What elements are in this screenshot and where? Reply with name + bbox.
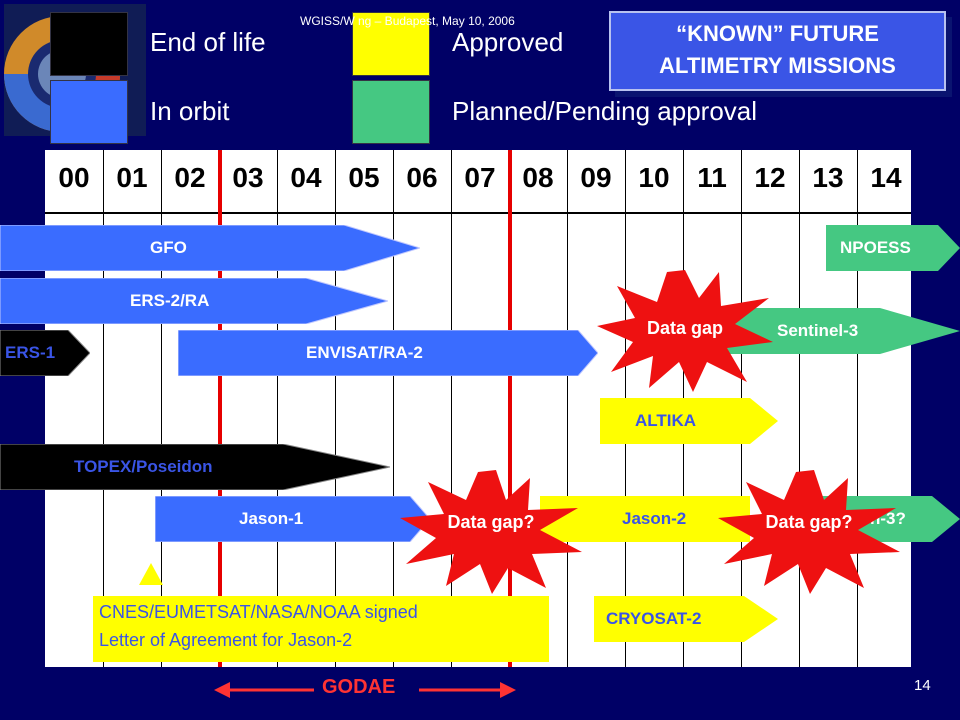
mission-arrow-shape xyxy=(0,330,90,376)
mission-label-altika: ALTIKA xyxy=(635,411,697,430)
year-label-08: 08 xyxy=(522,162,554,193)
grid-column-line xyxy=(567,150,568,667)
mission-label-cryosat2: CRYOSAT-2 xyxy=(606,609,702,628)
mission-arrow-shape xyxy=(0,278,388,324)
legend-label-planned: Planned/Pending approval xyxy=(452,96,758,126)
year-label-11: 11 xyxy=(697,162,727,193)
grid-column-line xyxy=(335,150,336,667)
mission-arrow-shape xyxy=(155,496,430,542)
mission-label-ers2: ERS-2/RA xyxy=(130,291,210,310)
legend-label-approved: Approved xyxy=(452,27,564,57)
mission-arrow-shape xyxy=(0,225,420,271)
mission-label-gfo: GFO xyxy=(150,238,187,257)
data-gap-burst-1: Data gap xyxy=(597,268,773,394)
data-gap-label-3: Data gap? xyxy=(765,512,853,532)
mission-arrow-shape xyxy=(178,330,598,376)
data-gap-burst-3: Data gap? xyxy=(718,468,900,594)
legend-swatch-end-of-life xyxy=(50,12,128,76)
year-label-00: 00 xyxy=(58,162,90,193)
mission-arrow-shape xyxy=(600,398,778,444)
mission-arrow-shape xyxy=(594,596,778,642)
agreement-marker-triangle xyxy=(139,563,163,585)
mission-cryosat2: CRYOSAT-2 xyxy=(594,596,778,642)
year-label-07: 07 xyxy=(464,162,496,193)
legend-swatch-approved xyxy=(352,12,430,76)
mission-ers2: ERS-2/RA xyxy=(0,278,388,324)
year-label-04: 04 xyxy=(290,162,322,193)
burst-shape xyxy=(400,470,582,594)
mission-arrow-shape xyxy=(0,444,390,490)
year-label-10: 10 xyxy=(638,162,670,193)
burst-shape xyxy=(597,270,773,392)
legend-swatch-planned xyxy=(352,80,430,144)
grid-column-line xyxy=(393,150,394,667)
grid-column-line xyxy=(451,150,452,667)
page-number: 14 xyxy=(914,677,931,694)
slide-title-box: “KNOWN” FUTURE ALTIMETRY MISSIONS xyxy=(609,11,946,91)
mission-arrow-shape xyxy=(826,225,960,271)
mission-label-ers1: ERS-1 xyxy=(5,343,56,362)
mission-npoess: NPOESS xyxy=(826,225,960,271)
godae-label: GODAE xyxy=(322,676,396,698)
mission-topex: TOPEX/Poseidon xyxy=(0,444,390,490)
godae-double-arrow xyxy=(214,682,516,698)
year-label-13: 13 xyxy=(812,162,844,193)
year-label-05: 05 xyxy=(348,162,380,193)
grid-column-line xyxy=(857,150,858,667)
grid-column-line xyxy=(103,150,104,667)
year-label-03: 03 xyxy=(232,162,264,193)
mission-label-npoess: NPOESS xyxy=(840,238,911,257)
mission-jason1: Jason-1 xyxy=(155,496,430,542)
title-line-2: ALTIMETRY MISSIONS xyxy=(659,53,896,78)
year-label-09: 09 xyxy=(580,162,612,193)
year-label-02: 02 xyxy=(174,162,206,193)
mission-envisat: ENVISAT/RA-2 xyxy=(178,330,598,376)
mission-arrow-shape xyxy=(540,496,750,542)
mission-ers1: ERS-1 xyxy=(0,330,90,376)
legend-swatch-in-orbit xyxy=(50,80,128,144)
year-label-12: 12 xyxy=(754,162,786,193)
grid-column-line xyxy=(799,150,800,667)
grid-column-line xyxy=(161,150,162,667)
godae-end-line xyxy=(508,150,512,667)
mission-label-topex: TOPEX/Poseidon xyxy=(74,457,213,476)
year-label-01: 01 xyxy=(116,162,148,193)
mission-label-jason2: Jason-2 xyxy=(622,509,687,528)
data-gap-burst-2: Data gap? xyxy=(400,468,582,594)
godae-start-line xyxy=(218,150,222,667)
legend-label-in-orbit: In orbit xyxy=(150,96,230,126)
mission-jason2: Jason-2 xyxy=(540,496,750,542)
grid-column-line xyxy=(277,150,278,667)
burst-shape xyxy=(718,470,900,594)
legend-label-end-of-life: End of life xyxy=(150,27,266,57)
meeting-header: WGISS/W ng – Budapest, May 10, 2006 xyxy=(300,14,515,28)
data-gap-label-2: Data gap? xyxy=(447,512,535,532)
mission-label-jason1: Jason-1 xyxy=(239,509,304,528)
agreement-note: CNES/EUMETSAT/NASA/NOAA signed Letter of… xyxy=(93,596,549,662)
agreement-line-1: CNES/EUMETSAT/NASA/NOAA signed xyxy=(99,602,418,622)
mission-altika: ALTIKA xyxy=(600,398,778,444)
year-label-14: 14 xyxy=(870,162,902,193)
year-label-06: 06 xyxy=(406,162,438,193)
mission-label-sentinel3: Sentinel-3 xyxy=(777,321,859,340)
agreement-line-2: Letter of Agreement for Jason-2 xyxy=(99,630,353,650)
title-line-1: “KNOWN” FUTURE xyxy=(676,21,879,46)
mission-gfo: GFO xyxy=(0,225,420,271)
year-header-divider xyxy=(45,212,911,214)
mission-label-envisat: ENVISAT/RA-2 xyxy=(306,343,423,362)
data-gap-label-1: Data gap xyxy=(646,318,724,338)
